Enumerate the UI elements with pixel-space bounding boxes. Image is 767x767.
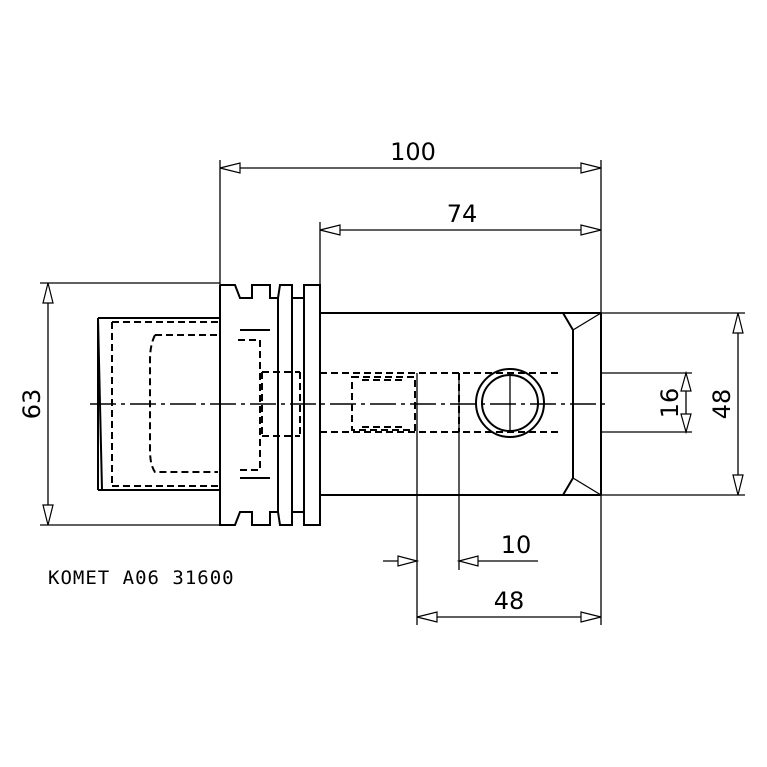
cross-hole bbox=[475, 368, 545, 438]
dimension-flange-diameter: 63 bbox=[18, 282, 54, 526]
dimension-label-74: 74 bbox=[447, 200, 478, 228]
extension-lines bbox=[40, 160, 745, 625]
hidden-lines bbox=[111, 321, 560, 487]
dimension-label-100: 100 bbox=[390, 138, 436, 166]
dimension-label-48-vertical: 48 bbox=[708, 389, 736, 420]
part-number-label: KOMET A06 31600 bbox=[48, 567, 235, 589]
dimension-shank-length: 74 bbox=[319, 200, 602, 236]
dimension-hole-offset: 10 bbox=[383, 531, 538, 567]
dimension-label-63: 63 bbox=[18, 389, 46, 420]
dimension-shank-diameter: 48 bbox=[708, 312, 744, 496]
dimension-label-16: 16 bbox=[656, 388, 684, 419]
dimension-overall-length: 100 bbox=[219, 138, 602, 174]
dimension-bore: 16 bbox=[656, 370, 692, 435]
dimension-label-10: 10 bbox=[501, 531, 532, 559]
dimension-hole-position: 48 bbox=[416, 587, 602, 623]
tool-holder-outline bbox=[97, 284, 602, 526]
dimension-label-48-horizontal: 48 bbox=[494, 587, 525, 615]
